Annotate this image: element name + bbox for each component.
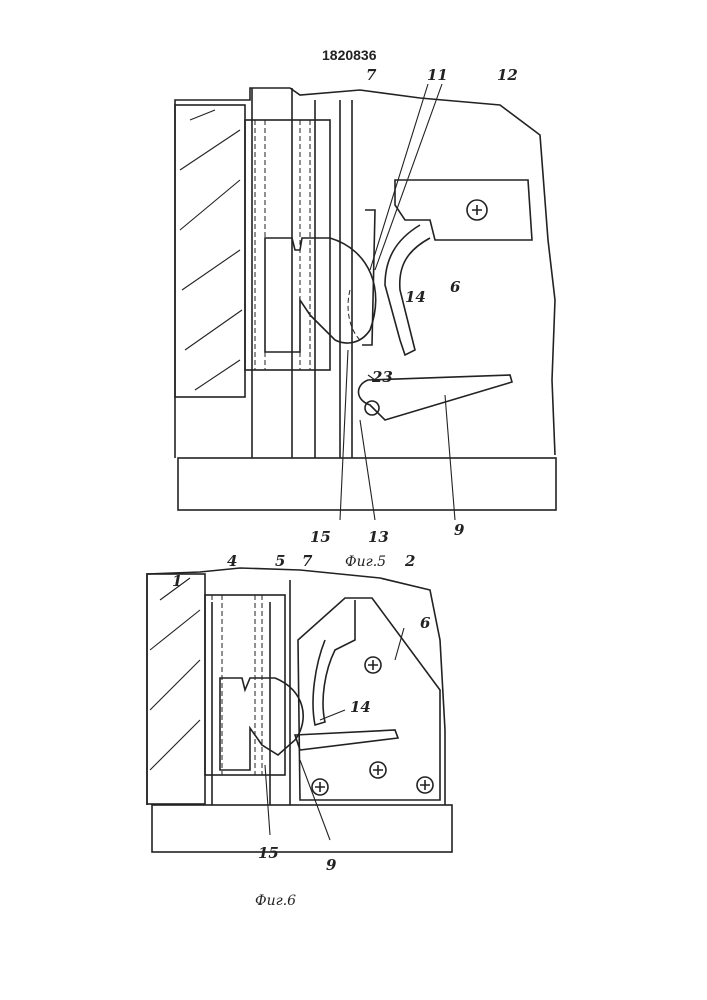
label-2: 2 (404, 552, 415, 570)
base-plate-6 (152, 805, 452, 852)
lever-9-6 (295, 730, 398, 750)
label-4: 4 (227, 552, 237, 570)
label-1: 1 (172, 572, 182, 590)
patent-number: 1820836 (322, 47, 377, 63)
label-9-6: 9 (326, 856, 337, 874)
label-23: 23 (371, 368, 393, 386)
screw-icon (312, 657, 433, 795)
figure-6-caption: Фиг.6 (255, 893, 296, 909)
label-15: 15 (310, 528, 331, 546)
bracket-12 (395, 180, 532, 240)
label-7: 7 (366, 66, 377, 84)
latch-hook (265, 238, 376, 352)
profile-body (245, 120, 330, 370)
label-9: 9 (454, 521, 465, 539)
figure-5: 7 11 12 6 14 23 9 15 13 Фиг.5 (175, 66, 556, 570)
label-11: 11 (427, 66, 448, 84)
label-14: 14 (405, 288, 426, 306)
wood-frame (175, 105, 245, 397)
label-15-6: 15 (258, 844, 279, 862)
housing-outline-6 (147, 568, 445, 805)
label-6: 6 (450, 278, 461, 296)
wood-grain (180, 110, 242, 390)
wood-frame-6 (147, 574, 205, 804)
figure-6: 1 4 5 7 2 6 14 9 15 Фиг.6 (147, 552, 452, 909)
label-7-6: 7 (302, 552, 313, 570)
figure-5-caption: Фиг.5 (345, 554, 386, 570)
label-12: 12 (497, 66, 518, 84)
label-5: 5 (275, 552, 285, 570)
label-13: 13 (368, 528, 389, 546)
label-6-6: 6 (420, 614, 431, 632)
label-14-6: 14 (350, 698, 371, 716)
